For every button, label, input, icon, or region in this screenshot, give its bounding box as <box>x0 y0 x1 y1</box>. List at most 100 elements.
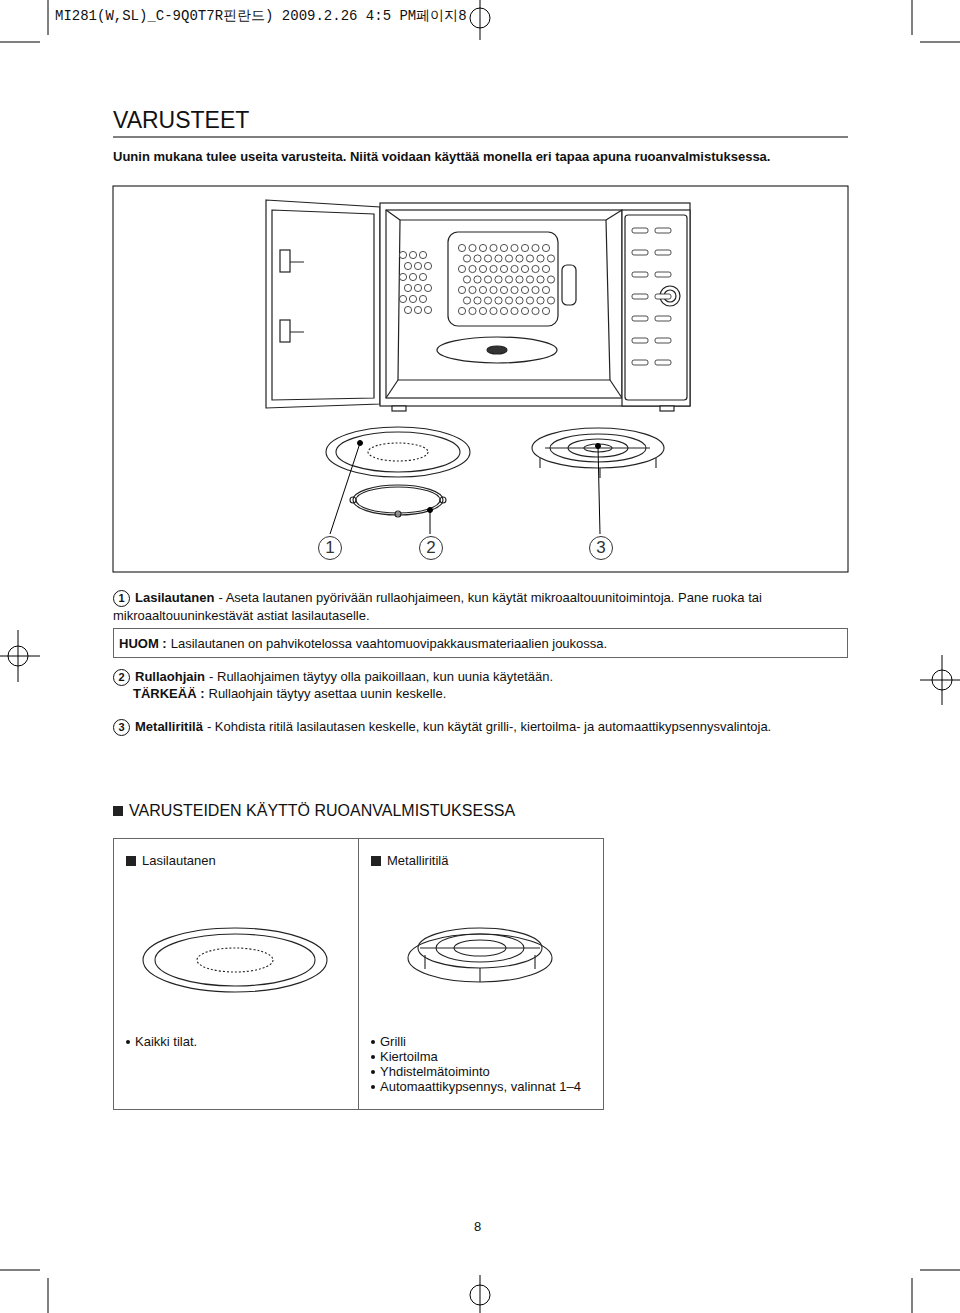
vent-hole <box>516 255 523 262</box>
bullet-item: Grilli <box>371 1034 581 1049</box>
vent-hole <box>500 244 507 251</box>
vent-hole <box>495 276 502 283</box>
vent-hole <box>414 284 421 291</box>
vent-hole <box>424 306 431 313</box>
control-button <box>655 228 671 233</box>
vent-hole <box>484 276 491 283</box>
vent-hole <box>419 251 426 258</box>
note-text: Lasilautanen on pahvikotelossa vaahtomuo… <box>171 636 608 651</box>
vent-hole <box>500 307 507 314</box>
item-number: 3 <box>113 719 130 736</box>
item-text: - Kohdista ritilä lasilautasen keskelle,… <box>207 719 771 734</box>
vent-hole <box>511 265 518 272</box>
vent-hole <box>409 273 416 280</box>
section-heading: VARUSTEIDEN KÄYTTÖ RUOANVALMISTUKSESSA <box>129 802 515 819</box>
vent-hole <box>474 297 481 304</box>
leader-lines <box>330 441 601 535</box>
figure-frame <box>113 186 848 572</box>
vent-hole <box>532 265 539 272</box>
vent-hole <box>419 295 426 302</box>
vent-hole <box>479 244 486 251</box>
text-group: 1Lasilautanen- Aseta lautanen pyörivään … <box>113 589 833 624</box>
item-name: Rullaohjain <box>135 669 205 684</box>
vent-hole <box>469 286 476 293</box>
vent-hole <box>463 276 470 283</box>
bullet-item: Kiertoilma <box>371 1049 581 1064</box>
vent-hole <box>521 244 528 251</box>
vent-hole <box>458 286 465 293</box>
vent-hole <box>511 244 518 251</box>
control-button <box>632 316 648 321</box>
vent-hole <box>532 286 539 293</box>
text-group: 8 <box>474 1218 481 1235</box>
vent-hole <box>521 286 528 293</box>
control-button <box>655 316 671 321</box>
vent-hole <box>505 255 512 262</box>
item-number: 1 <box>113 590 130 607</box>
control-button <box>655 272 671 277</box>
text-group: TÄRKEÄÄ :Rullaohjain täytyy asettaa uuni… <box>133 685 848 702</box>
text-group: 3Metalliritilä- Kohdista ritilä lasilaut… <box>113 718 853 736</box>
title-text: VARUSTEET <box>113 107 249 133</box>
table-images <box>143 928 552 992</box>
vent-hole <box>542 286 549 293</box>
vent-hole <box>542 265 549 272</box>
vent-hole <box>537 297 544 304</box>
text-group: 3 <box>589 536 613 560</box>
accessories <box>326 427 664 517</box>
vent-hole <box>526 276 533 283</box>
vent-hole <box>414 262 421 269</box>
text-group: 2Rullaohjain- Rullaohjaimen täytyy olla … <box>113 668 848 686</box>
cell-heading: Metalliritilä <box>371 853 591 868</box>
title-rule <box>113 137 848 138</box>
vent-hole <box>500 265 507 272</box>
bullet-item: Yhdistelmätoiminto <box>371 1064 581 1079</box>
vent-hole <box>500 286 507 293</box>
table-cell: LasilautanenKaikki tilat. <box>113 838 359 1110</box>
callout-number: 1 <box>318 536 342 560</box>
vent-hole <box>409 251 416 258</box>
bullet-list: Kaikki tilat. <box>126 1034 197 1049</box>
vent-hole <box>526 297 533 304</box>
item-text: Rullaohjain täytyy asettaa uunin keskell… <box>209 686 447 701</box>
square-bullet <box>113 806 123 816</box>
bullet-item: Automaattikypsennys, valinnat 1–4 <box>371 1079 581 1094</box>
microwave-oven <box>266 200 690 411</box>
page-title: VARUSTEET <box>113 106 249 134</box>
callout-number: 3 <box>589 536 613 560</box>
vent-hole <box>490 286 497 293</box>
vent-hole <box>505 276 512 283</box>
vent-hole <box>399 295 406 302</box>
vent-hole <box>424 284 431 291</box>
vent-hole <box>495 255 502 262</box>
bullet-item: Kaikki tilat. <box>126 1034 197 1049</box>
control-button <box>632 228 648 233</box>
vent-hole <box>542 307 549 314</box>
bullet-text: Yhdistelmätoiminto <box>380 1064 490 1079</box>
vent-hole <box>516 297 523 304</box>
vent-hole <box>404 284 411 291</box>
vent-hole <box>479 265 486 272</box>
vent-hole <box>537 255 544 262</box>
control-button <box>632 338 648 343</box>
vent-hole <box>399 251 406 258</box>
item-number: 2 <box>113 669 130 686</box>
bullet-dot <box>371 1070 375 1074</box>
vent-hole <box>404 262 411 269</box>
vent-hole <box>511 307 518 314</box>
table-cell: MetalliritiläGrilliKiertoilmaYhdistelmät… <box>358 838 604 1110</box>
vent-hole <box>495 297 502 304</box>
bullet-text: Grilli <box>380 1034 406 1049</box>
vent-hole <box>409 295 416 302</box>
intro-text: Uunin mukana tulee useita varusteita. Ni… <box>113 149 770 164</box>
vent-hole <box>521 307 528 314</box>
vent-hole <box>458 307 465 314</box>
vent-hole <box>490 244 497 251</box>
note-box: HUOM :Lasilautanen on pahvikotelossa vaa… <box>113 628 848 658</box>
control-button <box>632 294 648 299</box>
vent-hole <box>547 297 554 304</box>
vent-hole <box>521 265 528 272</box>
vent-hole <box>526 255 533 262</box>
vent-hole <box>474 276 481 283</box>
